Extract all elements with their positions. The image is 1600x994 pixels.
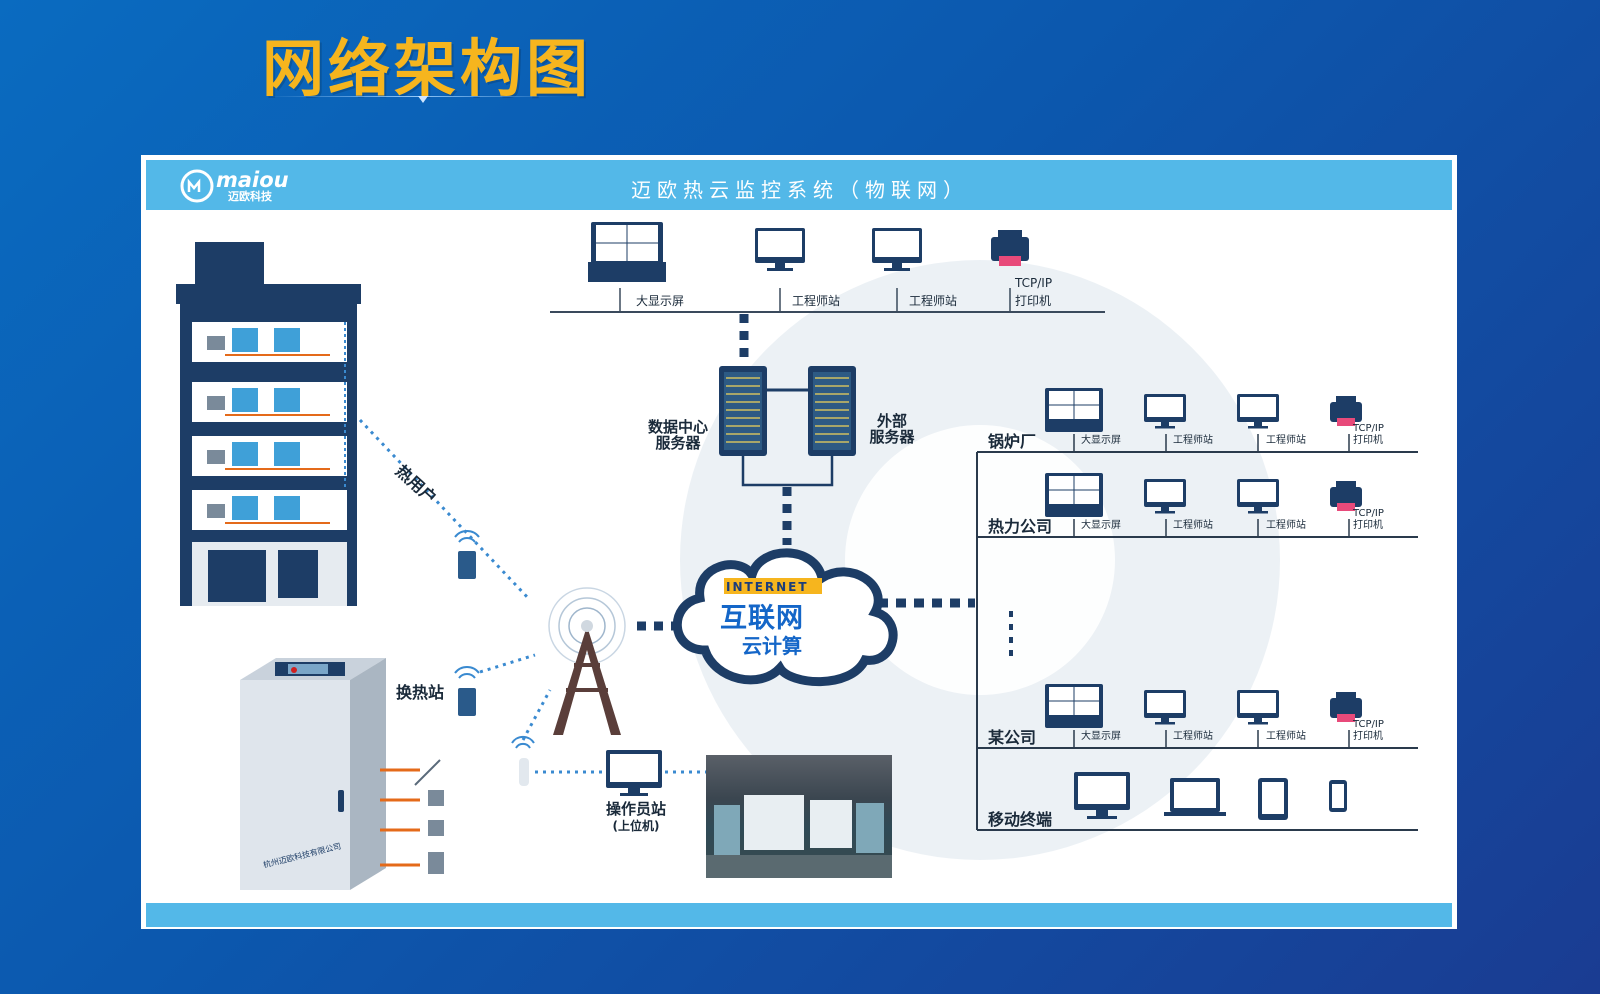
client-printer-label: 打印机 — [1353, 435, 1383, 446]
maiou-logo: maiou 迈欧科技 — [180, 166, 310, 206]
monitor-icon — [1144, 690, 1186, 725]
title-underline — [265, 96, 565, 97]
big-screen-icon — [1045, 473, 1103, 517]
external-server-label: 外部 — [876, 412, 907, 430]
exchange-station-label: 换热站 — [396, 683, 445, 702]
monitor-icon — [1144, 479, 1186, 514]
wireless-module-icon — [454, 530, 480, 579]
client-item-label: 大显示屏 — [1081, 520, 1121, 531]
panel-footer-bar — [146, 903, 1452, 927]
data-center-server-icon — [719, 366, 767, 456]
operator-station-sublabel: (上位机) — [612, 819, 660, 833]
building-icon — [176, 242, 361, 606]
link-building-tower — [358, 418, 532, 602]
link-station-tower — [479, 653, 536, 674]
top-big-screen-label: 大显示屏 — [636, 294, 685, 308]
cloud-icon — [672, 548, 898, 687]
printer-icon — [1330, 692, 1362, 722]
page-title: 网络架构图 — [262, 32, 593, 105]
title-caret-icon — [418, 96, 428, 103]
logo-subtext: 迈欧科技 — [228, 190, 272, 203]
top-printer-label: TCP/IP — [1015, 276, 1053, 290]
client-name: 某公司 — [988, 728, 1037, 747]
client-printer-label: TCP/IP — [1353, 508, 1384, 519]
client-printer-label: TCP/IP — [1353, 423, 1384, 434]
monitor-icon — [1237, 479, 1279, 514]
more-companies-ellipsis — [1009, 611, 1013, 656]
external-server-label: 服务器 — [869, 428, 915, 446]
mobile-terminal-label: 移动终端 — [988, 810, 1053, 829]
client-item-label: 大显示屏 — [1081, 731, 1121, 742]
top-engineer-station-label: 工程师站 — [909, 294, 958, 308]
big-screen-icon — [1045, 684, 1103, 728]
big-screen-icon — [1045, 388, 1103, 432]
data-center-label: 数据中心 — [647, 418, 708, 436]
monitor-icon — [1237, 690, 1279, 725]
operator-station-label: 操作员站 — [605, 800, 666, 818]
cloud-internet-label: INTERNET — [726, 580, 809, 594]
client-item-label: 大显示屏 — [1081, 435, 1121, 446]
cloud-internet-cn-label: 互联网 — [720, 603, 804, 634]
wireless-module-icon — [454, 666, 480, 716]
data-center-label: 服务器 — [655, 434, 701, 452]
client-name: 热力公司 — [988, 517, 1053, 536]
monitor-icon — [755, 228, 805, 271]
operator-monitor-icon — [606, 750, 662, 796]
client-item-label: 工程师站 — [1266, 520, 1306, 531]
phone-icon — [1329, 780, 1347, 812]
wireless-antenna-icon — [511, 736, 535, 786]
tablet-icon — [1258, 778, 1288, 820]
printer-icon — [1330, 396, 1362, 426]
panel-header-bar — [146, 160, 1452, 210]
laptop-icon — [1164, 778, 1226, 816]
cloud-computing-label: 云计算 — [742, 634, 802, 658]
monitor-icon — [872, 228, 922, 271]
client-name: 锅炉厂 — [988, 432, 1037, 451]
client-item-label: 工程师站 — [1173, 435, 1213, 446]
client-printer-label: TCP/IP — [1353, 719, 1384, 730]
client-item-label: 工程师站 — [1266, 435, 1306, 446]
external-server-icon — [808, 366, 856, 456]
monitor-icon — [1144, 394, 1186, 429]
radio-tower-icon — [548, 587, 626, 735]
client-printer-label: 打印机 — [1353, 520, 1383, 531]
monitor-icon — [1237, 394, 1279, 429]
system-title: 迈欧热云监控系统（物联网） — [631, 178, 969, 202]
logo-icon — [180, 169, 214, 203]
boiler-room-photo — [706, 755, 892, 878]
printer-icon — [991, 230, 1029, 266]
client-item-label: 工程师站 — [1266, 731, 1306, 742]
top-printer-label: 打印机 — [1015, 294, 1052, 308]
client-item-label: 工程师站 — [1173, 520, 1213, 531]
printer-icon — [1330, 481, 1362, 511]
logo-text: maiou — [216, 168, 289, 192]
big-screen-icon — [588, 222, 666, 282]
top-engineer-station-label: 工程师站 — [792, 294, 841, 308]
client-item-label: 工程师站 — [1173, 731, 1213, 742]
desktop-monitor-icon — [1074, 772, 1130, 819]
client-printer-label: 打印机 — [1353, 731, 1383, 742]
control-cabinet-icon — [240, 658, 444, 890]
